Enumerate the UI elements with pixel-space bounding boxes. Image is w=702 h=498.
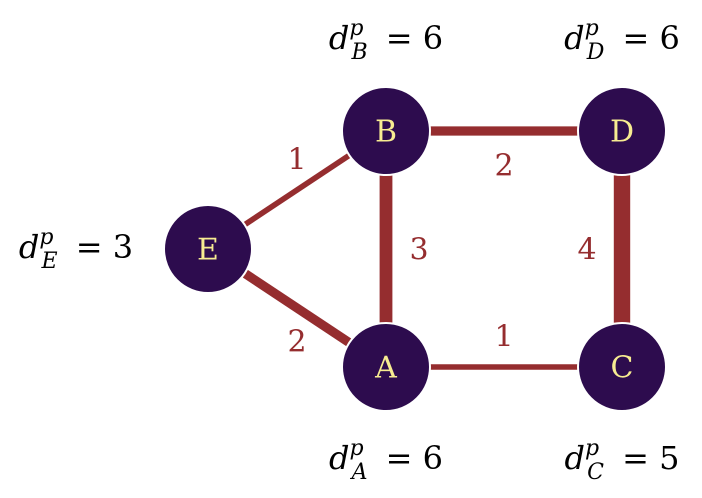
node-label-B: B xyxy=(375,115,397,150)
degree-degree-sup: p xyxy=(585,436,600,461)
edge-weight-B-D: 2 xyxy=(494,149,513,184)
degree-label: B xyxy=(351,40,368,65)
degree-degree-sup: p xyxy=(584,16,599,41)
degree-label: D xyxy=(586,40,605,65)
degree-degree-value: = 5 xyxy=(611,439,680,477)
node-A xyxy=(341,322,431,412)
node-E xyxy=(163,204,253,294)
edge-weight-E-B: 1 xyxy=(287,143,306,178)
degree-degree-value: = 6 xyxy=(375,439,443,477)
node-C xyxy=(577,322,667,412)
degree-degree-value: = 6 xyxy=(612,19,680,57)
edge-weight-D-C: 4 xyxy=(577,233,596,268)
node-label-A: A xyxy=(374,351,397,386)
degree-label-A: dpA = 6 xyxy=(329,436,443,485)
degree-degree-value: = 3 xyxy=(65,228,134,266)
degree-degree-symbol: d xyxy=(564,439,586,477)
degree-label-E: dpE = 3 xyxy=(18,225,134,274)
degree-label: C xyxy=(587,460,604,485)
node-label-E: E xyxy=(197,233,219,268)
degree-label-D: dpD = 6 xyxy=(564,16,680,65)
degree-label-C: dpC = 5 xyxy=(564,436,680,485)
degree-degree-sup: p xyxy=(349,436,364,461)
degree-degree-symbol: d xyxy=(329,439,350,477)
degree-label-B: dpB = 6 xyxy=(328,16,444,65)
node-B xyxy=(341,86,431,176)
node-label-C: C xyxy=(611,351,634,386)
node-D xyxy=(577,86,667,176)
degree-degree-sup: p xyxy=(39,225,54,250)
degree-degree-symbol: d xyxy=(328,19,350,57)
edge-weight-E-A: 2 xyxy=(287,325,306,360)
degree-label: E xyxy=(41,249,58,274)
degree-degree-symbol: d xyxy=(564,19,585,57)
degree-degree-sup: p xyxy=(349,16,364,41)
node-label-D: D xyxy=(610,115,634,150)
edge-weight-B-A: 3 xyxy=(409,233,428,268)
edge-weight-A-C: 1 xyxy=(494,320,513,355)
degree-label: A xyxy=(351,460,368,485)
degree-degree-value: = 6 xyxy=(375,19,444,57)
degree-degree-symbol: d xyxy=(18,228,40,266)
